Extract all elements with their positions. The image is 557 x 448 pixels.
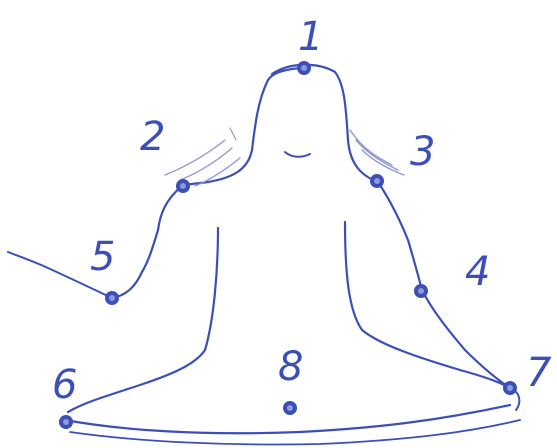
torso-right [345, 222, 510, 388]
point-2: 2 [140, 114, 190, 193]
hair-strand-left-4 [230, 128, 236, 140]
point-7-label: 7 [526, 350, 552, 396]
chin-mark [285, 152, 310, 157]
points-layer: 1 2 3 4 5 6 7 8 [52, 14, 552, 429]
point-4-dot-center [418, 288, 424, 294]
point-4: 4 [414, 249, 490, 298]
left-arm [112, 186, 182, 298]
hair-strand-right-1 [350, 130, 392, 165]
point-6: 6 [52, 362, 77, 429]
point-1-label: 1 [298, 14, 323, 60]
point-1-dot-center [301, 65, 307, 71]
hair-strand-left-1 [165, 140, 225, 175]
point-8: 8 [278, 344, 303, 415]
point-2-dot-center [180, 183, 186, 189]
figure-outline [8, 65, 520, 445]
point-4-label: 4 [465, 249, 490, 295]
point-8-dot-center [287, 405, 293, 411]
point-2-label: 2 [140, 114, 165, 160]
point-3-dot-center [374, 178, 380, 184]
point-7: 7 [503, 350, 552, 396]
head-outline [182, 80, 268, 186]
head-outline-right [272, 65, 378, 182]
point-6-label: 6 [52, 362, 77, 408]
point-5-dot-center [109, 295, 115, 301]
point-8-label: 8 [278, 344, 303, 390]
point-5-label: 5 [90, 234, 115, 280]
point-7-dot-center [507, 385, 513, 391]
point-6-dot-center [63, 419, 69, 425]
point-3-label: 3 [410, 129, 435, 175]
